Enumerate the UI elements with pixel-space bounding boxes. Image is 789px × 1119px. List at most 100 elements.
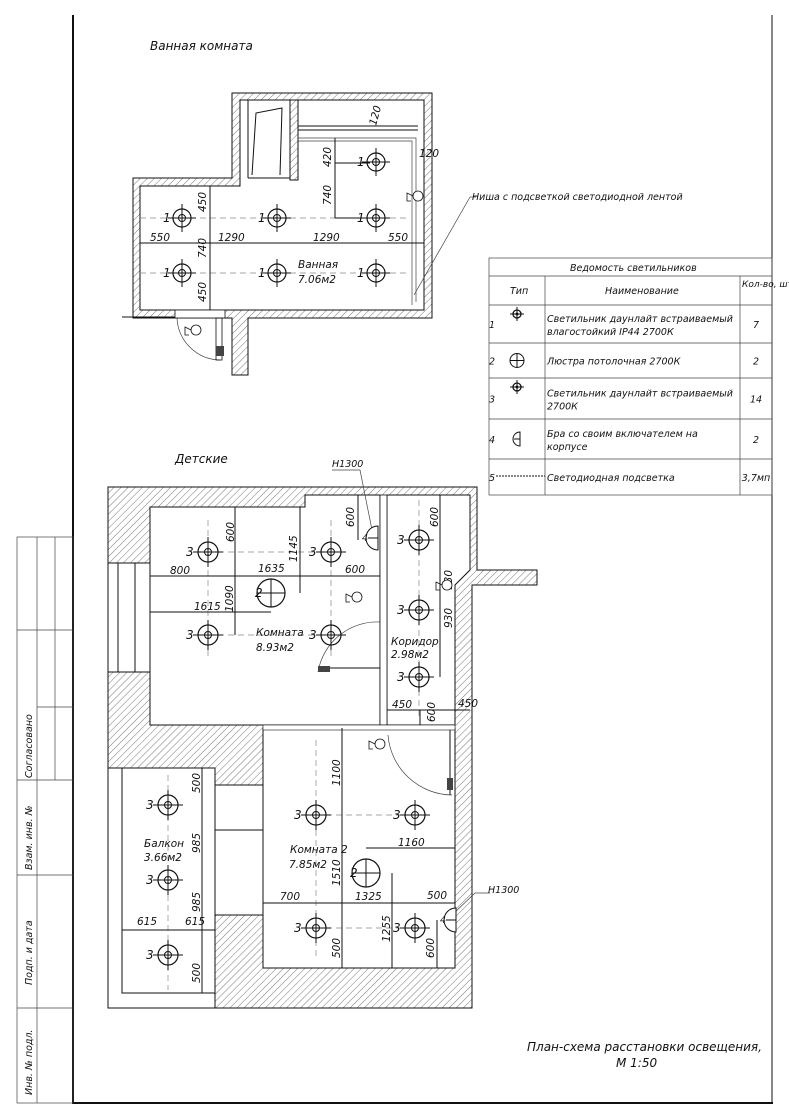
- legend-row-name-cont: влагостойкий IP44 2700К: [547, 327, 675, 338]
- legend-row-name: Люстра потолочная 2700К: [546, 357, 682, 368]
- downlight-waterproof-icon: 1: [357, 148, 390, 176]
- dimension-label: 700: [280, 891, 300, 903]
- fixture-type-label: 2: [255, 586, 263, 600]
- downlight-waterproof-icon: 1: [357, 204, 390, 232]
- legend-row-name: Бра со своим включателем на: [547, 429, 698, 440]
- stamp-replaced-inv: Взам. инв. №: [24, 805, 35, 870]
- downlight-waterproof-icon: [510, 307, 524, 321]
- window-room1: [107, 562, 151, 673]
- sconce-height-2: Н1300: [488, 885, 519, 896]
- switch-icon: [368, 738, 386, 750]
- dimension-label: 1160: [398, 837, 425, 849]
- legend-row-number: 5: [489, 473, 495, 484]
- fixture-type-label: 3: [309, 545, 317, 559]
- stamp-orig-inv: Инв. № подл.: [24, 1029, 35, 1095]
- dimension-label: 600: [426, 702, 438, 722]
- dimension-label: 450: [392, 699, 412, 711]
- dimension-label: 985: [191, 892, 203, 912]
- fixture-type-label: 3: [393, 808, 401, 822]
- downlight-waterproof-icon: 1: [258, 259, 291, 287]
- fixture-type-label: 3: [397, 533, 405, 547]
- fixture-type-label: 4: [440, 915, 446, 926]
- legend-row-number: 2: [489, 357, 495, 368]
- downlight-waterproof-icon: 1: [163, 204, 196, 232]
- fixture-type-label: 1: [258, 266, 266, 280]
- dimension-label: 1100: [331, 759, 343, 786]
- fixture-type-label: 3: [294, 921, 302, 935]
- fixture-type-label: 3: [186, 545, 194, 559]
- fixture-type-label: 1: [357, 155, 365, 169]
- dimension-label: 740: [197, 238, 209, 258]
- fixture-type-label: 3: [146, 873, 154, 887]
- fixture-type-label: 3: [146, 948, 154, 962]
- dimension-label: 500: [427, 890, 447, 902]
- legend-table: Ведомость светильников Тип Наименование …: [488, 257, 789, 496]
- fixture-type-label: 3: [294, 808, 302, 822]
- room2-area: 7.85м2: [289, 859, 327, 871]
- fixture-type-label: 3: [393, 921, 401, 935]
- legend-row-qty: 2: [753, 357, 759, 368]
- switch-icon: [184, 324, 202, 336]
- legend-row-name: Светильник даунлайт встраиваемый: [547, 314, 733, 325]
- balcony-name: Балкон: [144, 838, 184, 850]
- legend-row-number: 1: [489, 320, 495, 331]
- dimension-label: 500: [331, 938, 343, 958]
- dimension-label: 420: [322, 147, 334, 167]
- dimension-label: 600: [425, 938, 437, 958]
- bathroom-room-name: Ванная: [298, 259, 338, 271]
- legend-header-type: Тип: [510, 286, 528, 297]
- dimension-label: 450: [197, 192, 209, 212]
- downlight-icon: 3: [397, 662, 434, 692]
- downlight-icon: 3: [397, 525, 434, 555]
- legend-header-name: Наименование: [605, 286, 679, 297]
- dimension-label: 740: [322, 185, 334, 205]
- room2-name: Комната 2: [290, 844, 348, 856]
- dimension-label: 1145: [288, 535, 300, 562]
- dimension-label: 1255: [381, 915, 393, 942]
- bathroom-room-area: 7.06м2: [298, 274, 336, 286]
- fixture-type-label: 1: [258, 211, 266, 225]
- chandelier-icon: [509, 353, 525, 368]
- dimension-label: 450: [197, 282, 209, 302]
- dimension-label: 615: [137, 916, 157, 928]
- downlight-icon: 3: [186, 537, 223, 567]
- fixture-type-label: 1: [163, 266, 171, 280]
- dimension-label: 120: [367, 104, 384, 127]
- bathroom-section-title: Ванная комната: [150, 39, 253, 53]
- dimension-label: 550: [150, 232, 170, 244]
- stamp-column: Согласовано Взам. инв. № Подп. и дата Ин…: [16, 536, 74, 1104]
- dimension-label: 500: [191, 773, 203, 793]
- room1-area: 8.93м2: [256, 642, 294, 654]
- room1-interior: [149, 494, 381, 726]
- bathroom-plan: Ванная комната Ниша с подсветкой светоди…: [122, 39, 683, 376]
- dimension-label: 1325: [355, 891, 382, 903]
- fixture-type-label: 3: [146, 798, 154, 812]
- downlight-icon: 3: [294, 800, 331, 830]
- fixture-type-label: 4: [362, 533, 368, 544]
- legend-row: 1 Светильник даунлайт встраиваемый влагост…: [489, 307, 759, 338]
- fixture-type-label: 1: [357, 266, 365, 280]
- downlight-waterproof-icon: 1: [258, 204, 291, 232]
- dimension-label: 120: [419, 148, 439, 160]
- dimension-label: 800: [170, 565, 190, 577]
- dimension-label: 1615: [194, 601, 221, 613]
- corridor-area: 2.98м2: [391, 649, 429, 661]
- downlight-icon: 3: [309, 620, 346, 650]
- legend-row-number: 3: [489, 395, 495, 406]
- legend-header-qty: Кол-во, шт: [742, 280, 789, 290]
- bathroom-interior: [139, 99, 425, 311]
- downlight-icon: 3: [146, 790, 183, 820]
- fixture-type-label: 3: [309, 628, 317, 642]
- downlight-waterproof-icon: 1: [163, 259, 196, 287]
- drawing-scale: М 1:50: [616, 1056, 657, 1070]
- downlight-icon: 3: [186, 620, 223, 650]
- balcony-area: 3.66м2: [144, 852, 182, 864]
- fixture-type-label: 3: [186, 628, 194, 642]
- dimension-label: 1290: [313, 232, 340, 244]
- legend-row-qty: 7: [753, 320, 759, 331]
- fixture-type-label: 1: [357, 211, 365, 225]
- dimension-label: 1510: [331, 859, 343, 886]
